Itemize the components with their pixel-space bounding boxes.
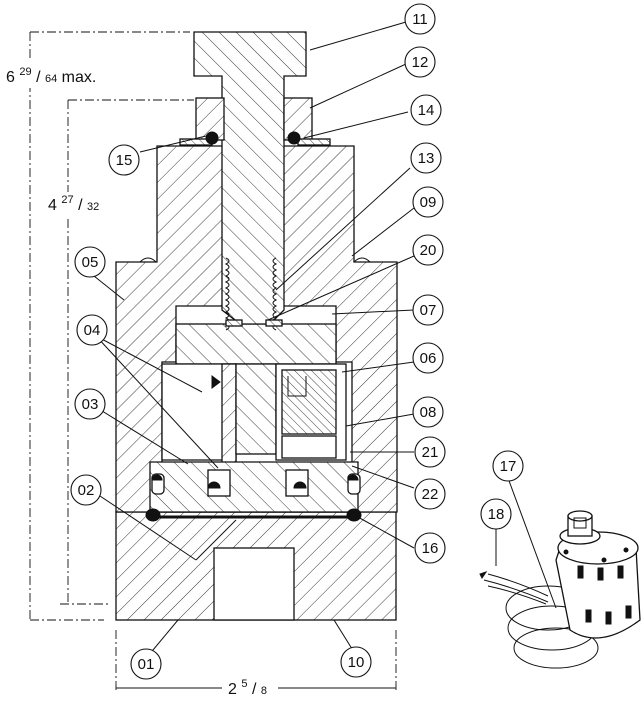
- width-whole: 2: [228, 681, 237, 698]
- callout-13: 13: [410, 142, 442, 174]
- overall-height-num: 29: [19, 66, 31, 78]
- svg-text:11: 11: [412, 11, 428, 28]
- svg-text:02: 02: [78, 482, 95, 499]
- callout-20: 20: [412, 234, 444, 266]
- svg-text:01: 01: [138, 656, 155, 673]
- svg-text:04: 04: [84, 322, 101, 339]
- svg-text:17: 17: [500, 458, 517, 475]
- dimension-lines: [29, 31, 397, 692]
- callout-18: 18: [480, 498, 512, 530]
- callout-07: 07: [412, 294, 444, 326]
- callout-03: 03: [74, 388, 106, 420]
- svg-text:14: 14: [418, 102, 435, 119]
- callout-04: 04: [76, 314, 108, 346]
- base-port: [213, 547, 295, 621]
- svg-text:21: 21: [422, 444, 439, 461]
- overall-height-whole: 6: [6, 69, 15, 86]
- body-height-whole: 4: [48, 197, 57, 214]
- svg-text:22: 22: [422, 486, 439, 503]
- svg-text:07: 07: [420, 302, 437, 319]
- callout-01: 01: [130, 648, 162, 680]
- left-groove: [207, 469, 231, 497]
- callout-10: 10: [340, 646, 372, 678]
- width-num: 5: [241, 678, 247, 690]
- callout-22: 22: [414, 478, 446, 510]
- o-ring-right: [346, 508, 362, 522]
- dimension-body-height: 4 27 / 32: [44, 190, 108, 216]
- callout-06: 06: [412, 342, 444, 374]
- svg-text:15: 15: [116, 152, 133, 169]
- svg-text:12: 12: [412, 54, 429, 71]
- callout-08: 08: [412, 396, 444, 428]
- seal-left: [205, 131, 219, 145]
- dimension-overall-height: 6 29 / 64 max.: [4, 60, 140, 88]
- svg-text:2 5 / 8: 2 5 / 8: [228, 674, 267, 698]
- callout-05: 05: [74, 246, 106, 278]
- callout-15: 15: [108, 144, 140, 176]
- center-column: [235, 363, 277, 455]
- svg-text:18: 18: [488, 506, 505, 523]
- body-height-den: 32: [87, 201, 99, 213]
- body-height-num: 27: [61, 194, 73, 206]
- dimension-width: 2 5 / 8: [228, 674, 267, 698]
- callout-11: 11: [404, 3, 436, 35]
- spring-seat-left: [225, 319, 243, 327]
- callout-17: 17: [492, 450, 524, 482]
- svg-text:08: 08: [420, 404, 437, 421]
- svg-text:03: 03: [82, 396, 99, 413]
- svg-text:16: 16: [422, 540, 439, 557]
- svg-text:06: 06: [420, 350, 437, 367]
- spring-seat-right: [265, 319, 283, 327]
- callout-09: 09: [412, 186, 444, 218]
- perspective-view: [479, 510, 641, 669]
- callout-16: 16: [414, 532, 446, 564]
- callout-21: 21: [414, 436, 446, 468]
- width-den: 8: [261, 685, 267, 697]
- sensor-element: [281, 369, 337, 435]
- seal-right: [287, 131, 301, 145]
- svg-text:13: 13: [418, 150, 435, 167]
- washer-right: [297, 138, 331, 146]
- callout-02: 02: [70, 474, 102, 506]
- svg-text:4 27 / 32: 4 27 / 32: [48, 190, 99, 214]
- svg-text:05: 05: [82, 254, 99, 271]
- o-ring-left: [145, 508, 161, 522]
- overall-height-den: 64: [45, 73, 57, 85]
- callout-12: 12: [404, 46, 436, 78]
- svg-text:10: 10: [348, 654, 365, 671]
- lower-piston: [149, 461, 359, 513]
- piston-plate: [175, 323, 337, 365]
- cross-section: [115, 31, 398, 621]
- left-inner-stem: [221, 363, 237, 473]
- svg-text:09: 09: [420, 194, 437, 211]
- overall-height-suffix: max.: [62, 69, 97, 86]
- svg-text:20: 20: [420, 242, 437, 259]
- spring: [224, 257, 278, 331]
- callout-14: 14: [410, 94, 442, 126]
- svg-text:6 29 / 64: 6 29 / 64 max.: [6, 62, 96, 86]
- sensor-base: [281, 435, 337, 459]
